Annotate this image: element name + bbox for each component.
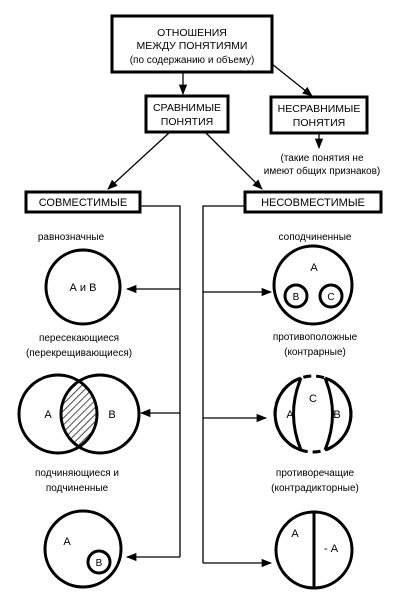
incomparable-note-line1: (такие понятия не (280, 153, 363, 164)
intersecting-b-label: В (108, 409, 115, 421)
subordinating-label-line1: подчиняющиеся и (35, 468, 119, 479)
incomparable-line2: ПОНЯТИЯ (293, 117, 345, 129)
compatible-connector (140, 205, 181, 557)
coordinated-label: соподчиненные (279, 232, 352, 243)
intersecting-group: пересекающиеся (перекрещивающиеся) А В (17, 333, 141, 455)
arrow-comparable-to-compatible (107, 131, 171, 190)
comparable-line2: ПОНЯТИЯ (161, 116, 213, 128)
coordinated-group: соподчиненные А В С (272, 232, 354, 326)
arrow-comparable-to-incompatible (204, 131, 263, 190)
contrary-group: противоположные (контрарные) А В С (273, 332, 358, 454)
equivalent-label: равнозначные (38, 232, 105, 243)
contrary-chord-a (292, 377, 303, 451)
intersecting-a-label: А (44, 409, 52, 421)
contradictory-a-label: А (291, 528, 299, 540)
contradictory-not-a-label: - А (324, 543, 339, 555)
intersecting-label-line2: (перекрещивающиеся) (26, 348, 132, 359)
incomparable-line1: НЕСРАВНИМЫЕ (278, 103, 361, 115)
root-title-line2: МЕЖДУ ПОНЯТИЯМИ (137, 40, 248, 52)
incompatible-box: НЕСОВМЕСТИМЫЕ (243, 190, 383, 214)
incomparable-note-line2: имеют общих признаков) (264, 165, 380, 177)
equivalent-circle-label: А и В (70, 282, 97, 294)
contradictory-group: противоречащие (контрадикторные) А - А (271, 468, 359, 590)
coordinated-b-label: В (293, 292, 300, 303)
contrary-segment-a (273, 376, 302, 452)
contrary-segment-b (324, 376, 353, 452)
root-box: ОТНОШЕНИЯ МЕЖДУ ПОНЯТИЯМИ (по содержанию… (110, 14, 274, 74)
intersecting-circle-b (59, 373, 141, 455)
compatible-box: СОВМЕСТИМЫЕ (24, 190, 142, 214)
root-title-line3: (по содержанию и объему) (130, 54, 255, 66)
coordinated-outer-circle (272, 244, 354, 326)
contrary-label-line1: противоположные (273, 332, 358, 343)
contrary-chord-b (323, 377, 334, 451)
intersection-hatch (61, 375, 97, 453)
coordinated-circle-b (283, 283, 309, 309)
contradictory-label-line2: (контрадикторные) (271, 483, 359, 494)
incompatible-connector (202, 205, 245, 563)
intersecting-circle-a (17, 373, 99, 455)
contrary-c-label: С (309, 393, 317, 405)
contradictory-label-line1: противоречащие (276, 468, 355, 479)
equivalent-circle (44, 248, 122, 326)
comparable-box: СРАВНИМЫЕ ПОНЯТИЯ (144, 94, 230, 134)
contrary-b-label: В (333, 409, 340, 421)
subordinating-a-label: А (63, 536, 71, 548)
compatible-title: СОВМЕСТИМЫЕ (39, 197, 128, 209)
subordinating-label-line2: подчиненные (46, 483, 109, 494)
subordinating-group: подчиняющиеся и подчиненные А В (35, 468, 123, 589)
coordinated-a-label: А (310, 262, 318, 274)
coordinated-c-label: С (327, 292, 334, 303)
contrary-a-label: А (286, 409, 294, 421)
root-title-line1: ОТНОШЕНИЯ (157, 27, 227, 39)
equivalent-group: равнозначные А и В (38, 232, 122, 326)
incompatible-title: НЕСОВМЕСТИМЫЕ (261, 197, 365, 209)
intersecting-label-line1: пересекающиеся (39, 333, 119, 344)
comparable-line1: СРАВНИМЫЕ (153, 102, 221, 114)
arrow-root-to-incomparable (271, 63, 313, 97)
subordinating-b-label: В (96, 558, 103, 569)
incomparable-box: НЕСРАВНИМЫЕ ПОНЯТИЯ (269, 95, 369, 135)
contrary-label-line2: (контрарные) (284, 347, 346, 358)
coordinated-circle-c (318, 283, 344, 309)
subordinating-outer-circle (43, 509, 123, 589)
subordinating-inner-circle (86, 549, 112, 575)
